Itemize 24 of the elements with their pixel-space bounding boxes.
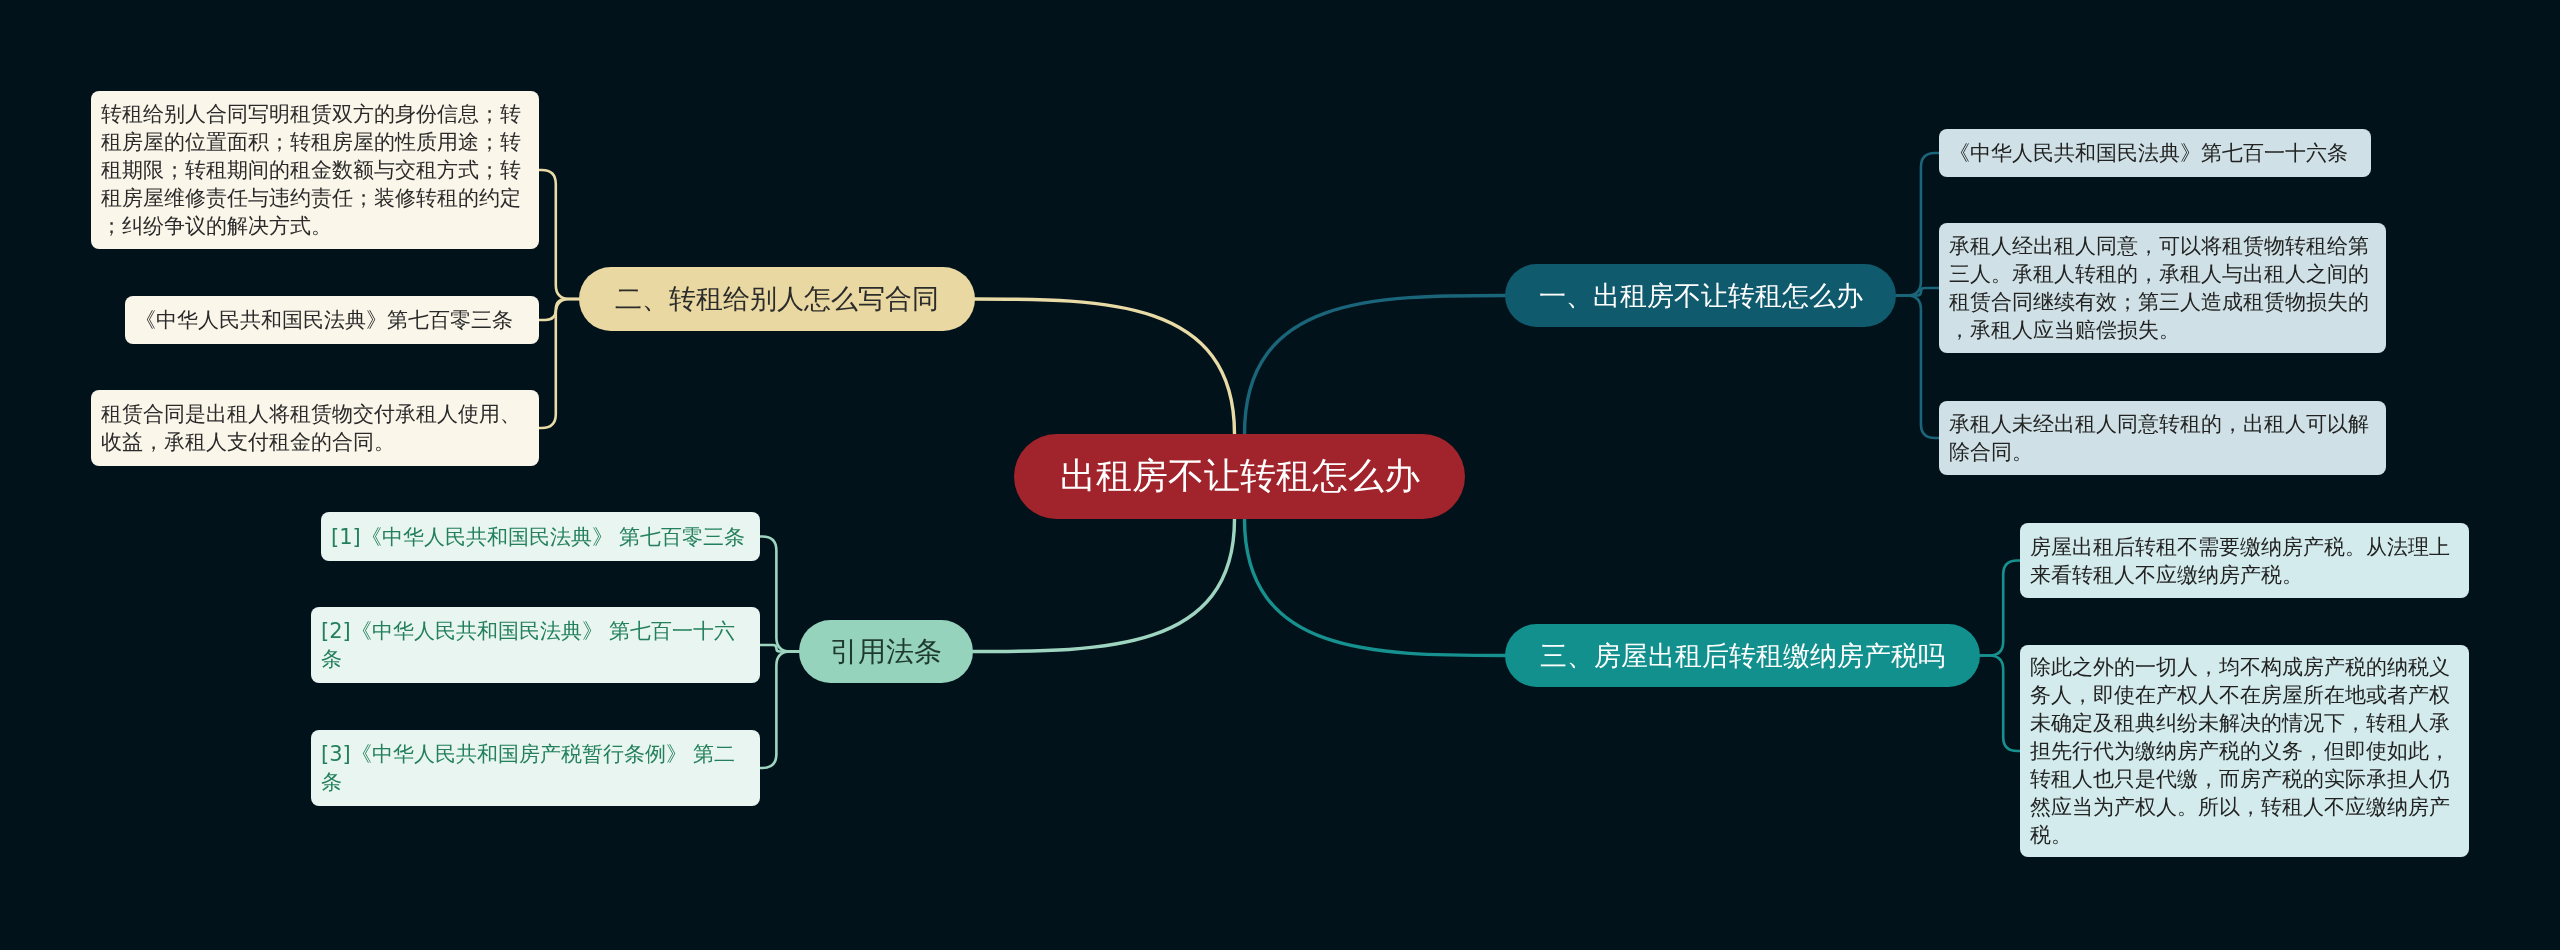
connector <box>973 297 1237 436</box>
central-topic: 出租房不让转租怎么办 <box>1014 434 1465 519</box>
reference-box: [1]《中华人民共和国民法典》 第七百零三条 <box>321 512 760 561</box>
connector <box>1894 294 1941 440</box>
note-box: 转租给别人合同写明租赁双方的身份信息；转租房屋的位置面积；转租房屋的性质用途；转租期限；转租期间的租金数额与交租方式；转租房屋维修责任与违约责任；装修转租的约定；纠纷争议的解决方式。 <box>91 91 539 249</box>
note-box: 《中华人民共和国民法典》第七百一十六条 <box>1939 129 2371 177</box>
branch-topic: 三、房屋出租后转租缴纳房产税吗 <box>1505 624 1980 687</box>
reference-box: [2]《中华人民共和国民法典》 第七百一十六条 <box>311 607 760 683</box>
note-box: 除此之外的一切人，均不构成房产税的纳税义务人，即使在产权人不在房屋所在地或者产权未确定及租典纠纷未解决的情况下，转租人承担先行代为缴纳房产税的义务，但即使如此，转租人也只是代缴，而房产税的实际承担人仍然应当为产权人。所以，转租人不应缴纳房产税。 <box>2020 645 2469 857</box>
connector <box>971 517 1237 654</box>
note-box: 租赁合同是出租人将租赁物交付承租人使用、收益，承租人支付租金的合同。 <box>91 390 539 466</box>
reference-box: [3]《中华人民共和国房产税暂行条例》 第二条 <box>311 730 760 806</box>
connector <box>537 297 581 430</box>
connector <box>1978 654 2022 753</box>
note-box: 《中华人民共和国民法典》第七百零三条 <box>125 296 539 344</box>
note-box: 承租人经出租人同意，可以将租赁物转租给第三人。承租人转租的，承租人与出租人之间的租赁合同继续有效；第三人造成租赁物损失的，承租人应当赔偿损失。 <box>1939 223 2386 353</box>
note-box: 承租人未经出租人同意转租的，出租人可以解除合同。 <box>1939 401 2386 475</box>
branch-topic: 引用法条 <box>799 620 973 683</box>
connector <box>1242 293 1507 436</box>
connector <box>758 650 801 770</box>
connector <box>1242 517 1507 658</box>
branch-topic: 二、转租给别人怎么写合同 <box>579 267 975 331</box>
note-box: 房屋出租后转租不需要缴纳房产税。从法理上来看转租人不应缴纳房产税。 <box>2020 523 2469 598</box>
branch-topic: 一、出租房不让转租怎么办 <box>1505 264 1896 327</box>
